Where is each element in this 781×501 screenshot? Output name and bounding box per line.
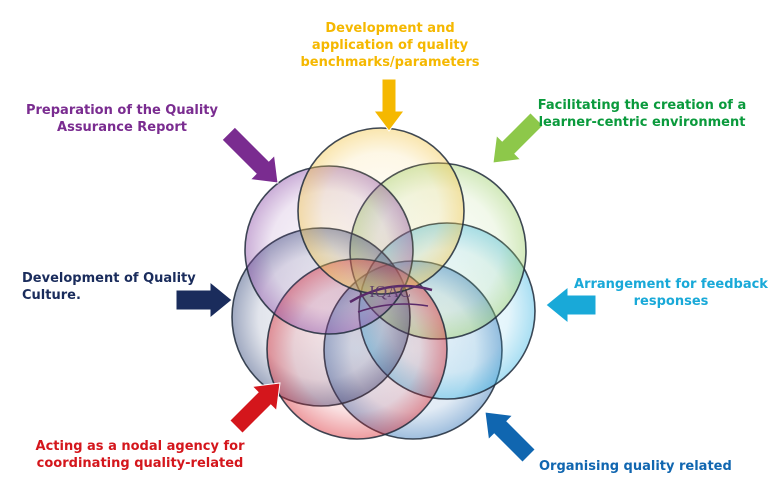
label-benchmarks: Development and application of quality b… [300,21,480,70]
iqac-logo: IQAC [349,282,433,313]
arrow-organising [484,411,536,463]
label-organising: Organising quality related [539,459,732,474]
circle-benchmarks [297,127,465,295]
label-nodal-agency: Acting as a nodal agency for coordinatin… [35,439,245,471]
arrow-report [221,126,279,184]
label-qa-report: Preparation of the Quality Assurance Rep… [25,103,218,135]
label-quality-culture: Development of Quality Culture. [22,271,196,303]
arrow-benchmarks [373,78,405,132]
iqac-logo-text: IQAC [369,282,411,301]
label-feedback: Arrangement for feedback responses [574,277,768,309]
label-learner-centric: Facilitating the creation of a learner-c… [537,98,747,130]
arrow-nodal [229,382,281,434]
arrow-group [175,78,597,463]
arrow-learner [492,112,544,164]
arrow-culture [175,280,233,320]
arrow-feedback [545,285,597,325]
